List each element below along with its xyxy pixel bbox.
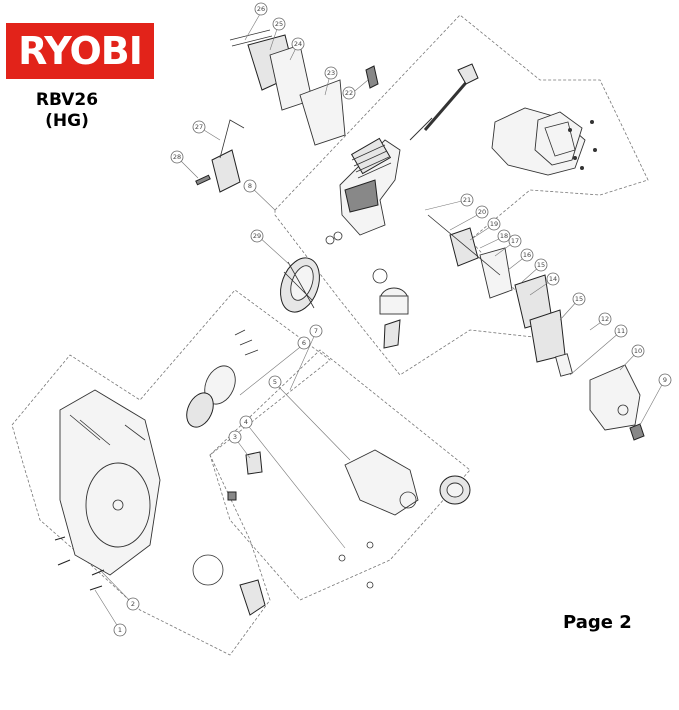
svg-text:2: 2 — [131, 600, 135, 608]
callout-14: 14 — [546, 272, 560, 286]
callout-21: 21 — [460, 193, 474, 207]
callout-26: 26 — [254, 2, 268, 16]
callout-20: 20 — [475, 205, 489, 219]
fan-housing-group-outline — [209, 349, 471, 601]
piston — [372, 268, 409, 349]
callout-4: 4 — [239, 415, 253, 429]
callout-28: 28 — [170, 150, 184, 164]
svg-text:25: 25 — [275, 20, 283, 28]
callout-16: 16 — [520, 248, 534, 262]
svg-text:6: 6 — [302, 339, 306, 347]
svg-text:22: 22 — [345, 89, 353, 97]
gasket-set — [491, 107, 597, 176]
svg-text:3: 3 — [233, 433, 237, 441]
callout-17: 17 — [508, 234, 522, 248]
callout-11: 11 — [614, 324, 628, 338]
crankshaft — [409, 63, 479, 141]
callout-27: 27 — [192, 120, 206, 134]
svg-text:5: 5 — [273, 378, 277, 386]
callout-10: 10 — [631, 344, 645, 358]
svg-text:19: 19 — [490, 220, 498, 228]
model-number: RBV26 — [35, 90, 99, 110]
svg-text:9: 9 — [663, 376, 667, 384]
callout-15a: 15 — [534, 258, 548, 272]
callout-25: 25 — [272, 17, 286, 31]
callout-9: 9 — [658, 373, 672, 387]
flywheel — [280, 231, 343, 313]
model-variant: (HG) — [45, 111, 89, 131]
callout-18: 18 — [497, 229, 511, 243]
svg-text:15: 15 — [537, 261, 545, 269]
logo-text: RYOBI — [18, 29, 143, 73]
callout-19: 19 — [487, 217, 501, 231]
svg-text:10: 10 — [634, 347, 642, 355]
callout-22: 22 — [342, 86, 356, 100]
callout-8: 8 — [243, 179, 257, 193]
callout-3: 3 — [228, 430, 242, 444]
callout-12: 12 — [598, 312, 612, 326]
svg-text:8: 8 — [248, 182, 252, 190]
callout-29: 29 — [250, 229, 264, 243]
svg-text:15: 15 — [575, 295, 583, 303]
model-label: RBV26 (HG) — [12, 90, 122, 132]
leader-lines — [94, 13, 665, 631]
svg-text:7: 7 — [314, 327, 318, 335]
callout-7: 7 — [309, 324, 323, 338]
svg-text:11: 11 — [617, 327, 625, 335]
engine-group-outline — [274, 14, 649, 376]
svg-text:23: 23 — [327, 69, 335, 77]
muffler-assembly — [229, 29, 379, 146]
callout-5: 5 — [268, 375, 282, 389]
svg-text:16: 16 — [523, 251, 531, 259]
callout-1: 1 — [113, 623, 127, 637]
page-number: Page 2 — [563, 612, 632, 633]
svg-text:28: 28 — [173, 153, 181, 161]
engine-block — [339, 137, 401, 236]
callout-24: 24 — [291, 37, 305, 51]
svg-text:12: 12 — [601, 315, 609, 323]
starter-pulley — [186, 329, 259, 428]
svg-text:1: 1 — [118, 626, 122, 634]
air-filter-cover — [555, 353, 645, 441]
svg-text:18: 18 — [500, 232, 508, 240]
svg-text:4: 4 — [244, 418, 248, 426]
ignition-coil — [195, 119, 245, 193]
svg-text:14: 14 — [549, 275, 557, 283]
housing-group-outline — [11, 289, 331, 656]
callout-6: 6 — [297, 336, 311, 350]
callout-15b: 15 — [572, 292, 586, 306]
ryobi-logo: RYOBI — [6, 23, 154, 79]
main-housing — [54, 389, 161, 591]
svg-text:21: 21 — [463, 196, 471, 204]
svg-text:20: 20 — [478, 208, 486, 216]
svg-text:27: 27 — [195, 123, 203, 131]
svg-text:17: 17 — [511, 237, 519, 245]
svg-text:24: 24 — [294, 40, 302, 48]
callout-2: 2 — [126, 597, 140, 611]
carburetor-assembly — [427, 214, 566, 363]
svg-text:29: 29 — [253, 232, 261, 240]
starter-handle — [192, 491, 266, 616]
blower-housing — [245, 449, 471, 589]
callout-23: 23 — [324, 66, 338, 80]
svg-text:26: 26 — [257, 5, 265, 13]
